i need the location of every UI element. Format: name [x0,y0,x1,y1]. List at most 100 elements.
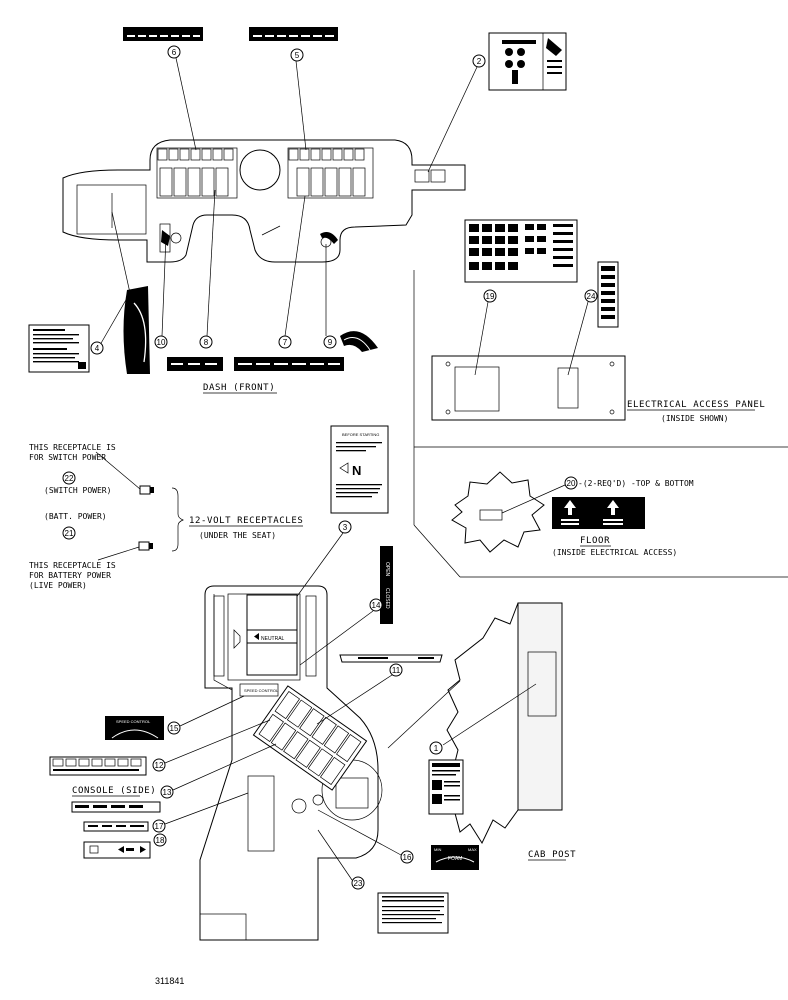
decal-24-label [597,261,619,328]
decal-18-arrows [83,841,151,859]
svg-text:18: 18 [156,836,165,845]
svg-text:10: 10 [157,338,166,347]
triangle-left-icon [339,462,349,474]
callout-2: 2 [472,54,486,68]
decal-strip-14 [339,654,443,663]
decal-20-pressure [552,497,645,529]
svg-text:23: 23 [354,879,363,888]
arrow-up-icon [607,500,619,515]
decal-10-gauge [123,286,150,374]
svg-text:21: 21 [65,529,74,538]
receptacle-plug-icon [139,485,154,495]
callout-14: 14 [369,598,383,612]
callout-22: 22 [62,471,76,485]
battery-power-note-2: FOR BATTERY POWER [29,571,111,580]
battery-power-note-1: THIS RECEPTACLE IS [29,561,116,570]
arrow-left-icon [118,846,124,853]
callout-6: 6 [167,45,181,59]
receptacle-plug-icon [138,541,153,551]
switch-power-note-1: THIS RECEPTACLE IS [29,443,116,452]
callout-16: 16 [400,850,414,864]
svg-text:17: 17 [155,822,164,831]
svg-text:24: 24 [587,292,596,301]
callout-18: 18 [153,833,167,847]
decal-2-joystick-controls [488,32,567,91]
svg-text:6: 6 [172,48,177,57]
decal-strip-6 [123,27,203,41]
svg-text:2: 2 [477,57,482,66]
svg-text:19: 19 [486,292,495,301]
svg-text:SPEED CONTROL: SPEED CONTROL [244,688,279,693]
svg-text:MIN: MIN [434,847,441,852]
decal-13-strip [71,801,161,813]
svg-text:BEFORE STARTING: BEFORE STARTING [342,432,379,437]
callout-23: 23 [351,876,365,890]
decal-16-foam-dial: MIN MAX FOAM [431,845,479,870]
svg-text:N: N [352,463,361,478]
svg-text:5: 5 [295,51,300,60]
arrow-left-icon [254,633,259,640]
svg-text:CLOSED: CLOSED [384,588,390,609]
callout-21: 21 [62,526,76,540]
callout-9: 9 [323,335,337,349]
switch-power-note-2: FOR SWITCH POWER [29,453,106,462]
callout-15: 15 [167,721,181,735]
svg-text:15: 15 [170,724,179,733]
svg-text:16: 16 [403,853,412,862]
callout-1: 1 [429,741,443,755]
decal-1-warning [428,759,464,815]
svg-text:13: 13 [163,788,172,797]
svg-text:22: 22 [65,474,74,483]
decal-open-closed: OPEN CLOSED [380,546,393,624]
joystick-icon [546,38,562,56]
callout-5: 5 [290,48,304,62]
callout-11: 11 [389,663,403,677]
console-side-title: CONSOLE (SIDE) [72,786,156,796]
svg-text:MAX: MAX [468,847,477,852]
console-switch-bank [252,685,368,791]
svg-text:20: 20 [567,479,576,488]
svg-text:7: 7 [283,338,288,347]
floor-title: FLOOR [580,536,610,546]
cab-post [446,602,563,845]
svg-text:8: 8 [204,338,209,347]
dash-front-title: DASH (FRONT) [203,383,275,393]
callout-4: 4 [90,341,104,355]
svg-text:NEUTRAL: NEUTRAL [261,636,285,642]
decal-strip-5 [249,27,338,41]
decal-7-strip [234,357,344,371]
floor-star-outline [451,471,545,553]
decal-17-strip [83,821,149,832]
callout-3: 3 [338,520,352,534]
svg-text:FOAM: FOAM [448,856,462,862]
decal-15-speed-control: SPEED CONTROL [105,716,164,740]
callout-13: 13 [160,785,174,799]
drawing-number: 311841 [155,976,184,986]
electrical-access-panel [431,355,626,421]
svg-text:4: 4 [95,344,100,353]
console-side-outline: NEUTRAL SPEED CONTROL [199,585,383,941]
callout-7: 7 [278,335,292,349]
callout-17: 17 [152,819,166,833]
svg-text:11: 11 [392,666,401,675]
batt-power-tag: (BATT. POWER) [44,512,107,521]
cab-post-title: CAB POST [528,850,576,860]
svg-text:1: 1 [434,744,439,753]
floor-qty-note: -(2-REQ'D) -TOP & BOTTOM [578,479,694,488]
svg-text:3: 3 [343,523,348,532]
svg-text:12: 12 [155,761,164,770]
electrical-panel-title: ELECTRICAL ACCESS PANEL [627,400,765,410]
electrical-panel-subtitle: (INSIDE SHOWN) [661,414,728,423]
callout-24: 24 [584,289,598,303]
dash-front-outline [62,139,466,263]
callout-10: 10 [154,335,168,349]
arrow-up-icon [564,500,576,515]
receptacles-title: 12-VOLT RECEPTACLES [189,516,303,526]
decal-9-arc [340,331,378,352]
decal-12-switch-strip [49,756,147,776]
svg-text:OPEN: OPEN [384,562,390,577]
decal-4-info [28,324,90,373]
callout-12: 12 [152,758,166,772]
svg-text:9: 9 [328,338,333,347]
